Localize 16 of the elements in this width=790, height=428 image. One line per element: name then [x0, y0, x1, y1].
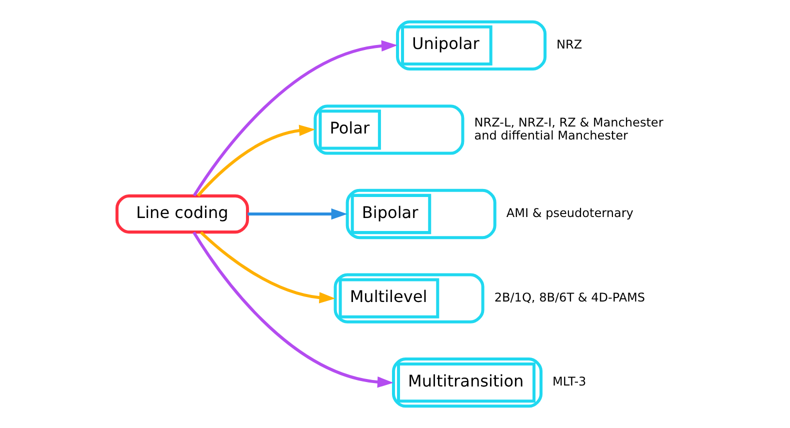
node-label: AMI & pseudoternary — [506, 206, 634, 220]
node-box: Line coding — [116, 194, 249, 234]
node-label: NRZ-L, NRZ-I, RZ & Manchester and diffential Manchester — [474, 115, 664, 142]
arrow — [196, 124, 316, 197]
node-label: MLT-3 — [552, 374, 586, 389]
node-box: Multilevel — [334, 273, 484, 324]
node-label: 2B/1Q, 8B/6T & 4D-PAMS — [494, 290, 646, 304]
node-box: Unipolar — [396, 20, 547, 70]
arrow — [192, 232, 394, 388]
arrow — [200, 231, 336, 304]
node-box: Polar — [314, 104, 464, 155]
node-box: Multitransition — [392, 358, 543, 408]
arrow — [192, 40, 398, 196]
arrow — [248, 208, 348, 220]
node-box: Bipolar — [346, 188, 496, 240]
node-label: NRZ — [556, 38, 582, 52]
